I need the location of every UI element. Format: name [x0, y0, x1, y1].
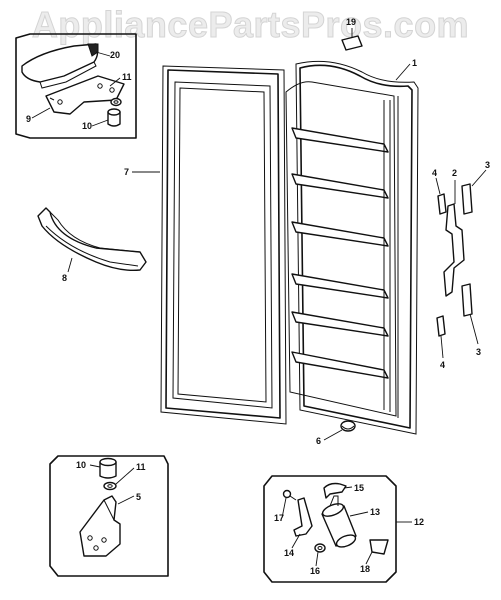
washer-top-part: [110, 97, 122, 107]
screw-part: [282, 489, 297, 501]
callout-labels: 19 1 2 3 3 4 4 5 6 7 8 9 10 11 20 10 11 …: [26, 17, 490, 576]
watermark: AppliancePartsPros.com: [31, 4, 470, 46]
top-hinge-inset: [15, 33, 137, 139]
tag-part: [341, 35, 363, 51]
label-washer-bottom: 11: [136, 462, 146, 472]
label-screw: 17: [274, 513, 284, 523]
label-cylinder: 13: [370, 507, 380, 517]
label-tag: 19: [346, 17, 356, 27]
hinge-plate-part: [45, 75, 125, 115]
label-door-panel: 1: [412, 58, 417, 68]
cylinder-part: [321, 495, 357, 548]
clip-part: [323, 482, 347, 499]
label-nut: 16: [310, 566, 320, 576]
bracket-part: [443, 203, 465, 297]
label-plate: 18: [360, 564, 370, 574]
plate-part: [369, 539, 389, 555]
bottom-hinge-inset: [49, 455, 169, 577]
label-hinge-cover-a: 3: [485, 160, 490, 170]
shim-b-part: [436, 315, 446, 337]
shim-a-part: [437, 193, 447, 215]
door-stop-part: [340, 420, 356, 432]
cover-part: [21, 43, 99, 89]
label-hinge-cover-b: 3: [476, 347, 481, 357]
label-bushing-bottom: 10: [76, 460, 86, 470]
gasket-part: [160, 65, 287, 425]
label-clip: 15: [354, 483, 364, 493]
label-door-stop: 6: [316, 436, 321, 446]
door-panel-part: [285, 60, 419, 435]
bushing-top-part: [107, 108, 121, 127]
hinge-cover-a-part: [461, 183, 473, 215]
label-lever: 14: [284, 548, 294, 558]
hinge-part: [79, 495, 121, 557]
label-handle: 8: [62, 273, 67, 283]
lever-part: [293, 497, 313, 537]
label-hardware-kit: 12: [414, 517, 424, 527]
label-washer-top: 11: [122, 72, 132, 82]
hinge-cover-b-part: [461, 283, 473, 317]
hardware-kit-inset: [263, 475, 397, 583]
label-hinge-plate: 9: [26, 114, 31, 124]
label-hinge: 5: [136, 492, 141, 502]
washer-bottom-part: [103, 481, 117, 491]
nut-part: [314, 543, 326, 553]
handle-part: [37, 207, 147, 272]
label-shim-b: 4: [440, 360, 445, 370]
label-gasket: 7: [124, 167, 129, 177]
label-cover: 20: [110, 50, 120, 60]
label-bracket: 2: [452, 168, 457, 178]
label-shim-a: 4: [432, 168, 437, 178]
label-bushing-top: 10: [82, 121, 92, 131]
leader-lines: [31, 28, 487, 567]
bushing-bottom-part: [99, 457, 117, 479]
